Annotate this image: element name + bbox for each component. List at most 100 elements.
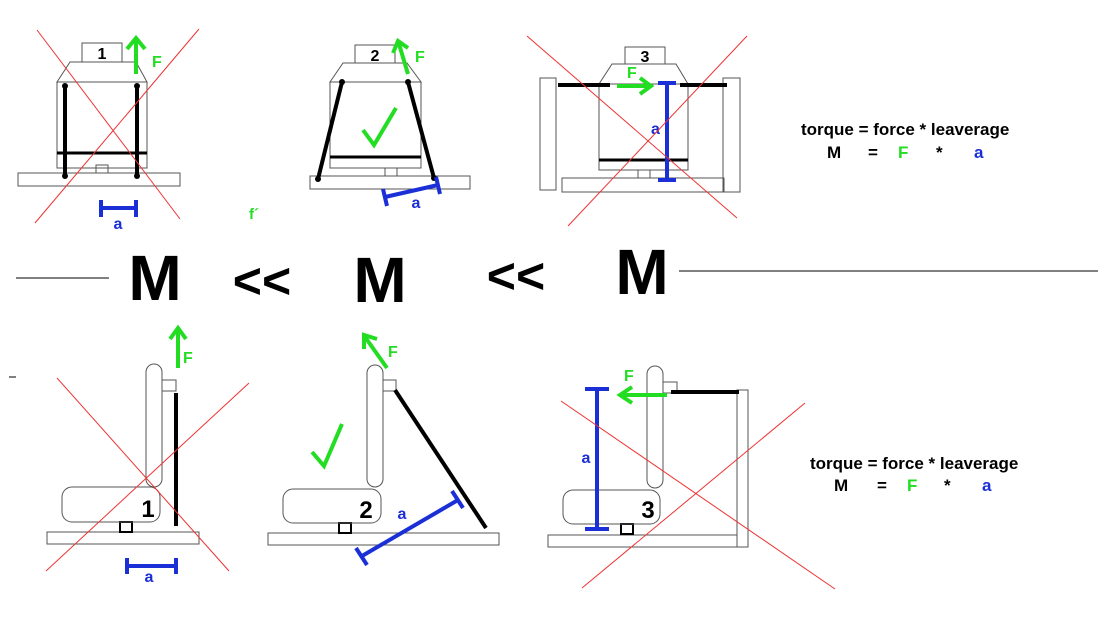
formula-multiply: * [944,476,951,495]
seat-back [646,365,664,489]
lever-dimension [585,387,609,531]
figure-number: 1 [141,496,154,523]
force-label: F [388,344,398,361]
approved-check-mark [310,423,344,470]
top-cap [81,42,123,63]
strut-left [316,81,344,180]
force-label: F [152,54,162,71]
strut [393,388,488,530]
lever-dimension [381,176,442,207]
body-box [329,81,422,169]
rejected-cross-mark [34,28,200,224]
rejected-cross-mark [526,35,748,227]
figure-number: 2 [359,497,372,524]
seat-back [366,364,384,488]
force-arrow [617,76,655,96]
seat-cushion [282,488,382,524]
bottom-figure-3: 3 F a [547,365,836,590]
base-plate [547,534,738,548]
lever-label: a [145,569,154,586]
moment-symbol-3: M [615,236,668,308]
top-figure-1: 1 F a [17,28,200,233]
rejected-cross-mark [45,377,250,572]
hinge-block [161,379,177,392]
mount-block [384,167,398,177]
seat-cushion [562,489,661,525]
moment-symbol-2: M [353,244,406,316]
lever-label: a [114,216,123,233]
base-plate [561,177,725,193]
formula-f: F [907,476,917,495]
body-roof [56,61,148,83]
base-plate [309,175,471,190]
lever-dimension [99,200,138,217]
much-less-than-1: << [233,253,291,309]
formula-multiply: * [936,143,943,162]
mount-block [620,523,634,535]
figure-number: 2 [371,48,380,65]
figure-number: 3 [641,497,654,524]
joint [405,79,411,85]
seat-cushion [61,486,161,523]
rejected-cross-mark [560,400,836,590]
force-label: F [624,368,634,385]
body-box [598,83,689,171]
formula-text: torque = force * leaverage [801,120,1009,139]
force-label: F [415,49,425,66]
much-less-than-2: << [487,248,545,304]
stray-mark: f´ [249,206,259,223]
joint [62,173,68,179]
top-figure-2: 2 F a [309,37,471,212]
body-roof [329,62,422,83]
force-arrow [168,324,188,368]
mount-block [119,521,133,533]
bottom-figure-2: 2 F a [267,332,500,567]
lever-label: a [582,450,591,467]
lever-dimension [658,81,676,182]
force-label: F [183,350,193,367]
formula-equals: = [877,476,887,495]
seat-back [145,363,163,488]
top-cap [354,44,396,64]
lever-label: a [398,506,407,523]
bottom-figure-1: 1 F a [45,324,250,586]
formula-a: a [982,476,992,495]
force-label: F [627,65,637,82]
joint [134,83,140,89]
joint [339,79,345,85]
force-arrow [362,332,389,370]
lever-dimension [354,489,465,567]
formula-bottom: torque = force * leaverage M = F * a [810,454,1018,495]
mount-block [95,164,109,174]
top-cap [624,46,666,65]
mount-block [338,522,352,534]
formula-equals: = [868,143,878,162]
lever-label: a [412,195,421,212]
moment-symbol-1: M [128,242,181,314]
body-box [56,81,148,169]
lever-dimension [125,558,178,574]
lever-label: a [651,121,660,138]
force-arrow [391,37,410,75]
base-plate [17,172,181,187]
side-post-right [722,77,741,193]
mount-block [637,169,651,179]
force-arrow [616,385,667,405]
force-arrow [125,34,147,74]
base-plate [46,531,200,545]
strut-right [406,81,436,179]
formula-m: M [834,476,848,495]
top-figure-3: 3 F a [526,35,748,227]
formula-top: torque = force * leaverage M = F * a [801,120,1009,162]
formula-text: torque = force * leaverage [810,454,1018,473]
side-post-left [539,77,557,191]
figure-number: 1 [98,46,107,63]
joint [315,176,321,182]
formula-f: F [898,143,908,162]
hinge-block [382,379,397,392]
figure-number: 3 [641,49,650,66]
formula-a: a [974,143,984,162]
approved-check-mark [361,106,398,149]
hinge-block [662,381,678,394]
